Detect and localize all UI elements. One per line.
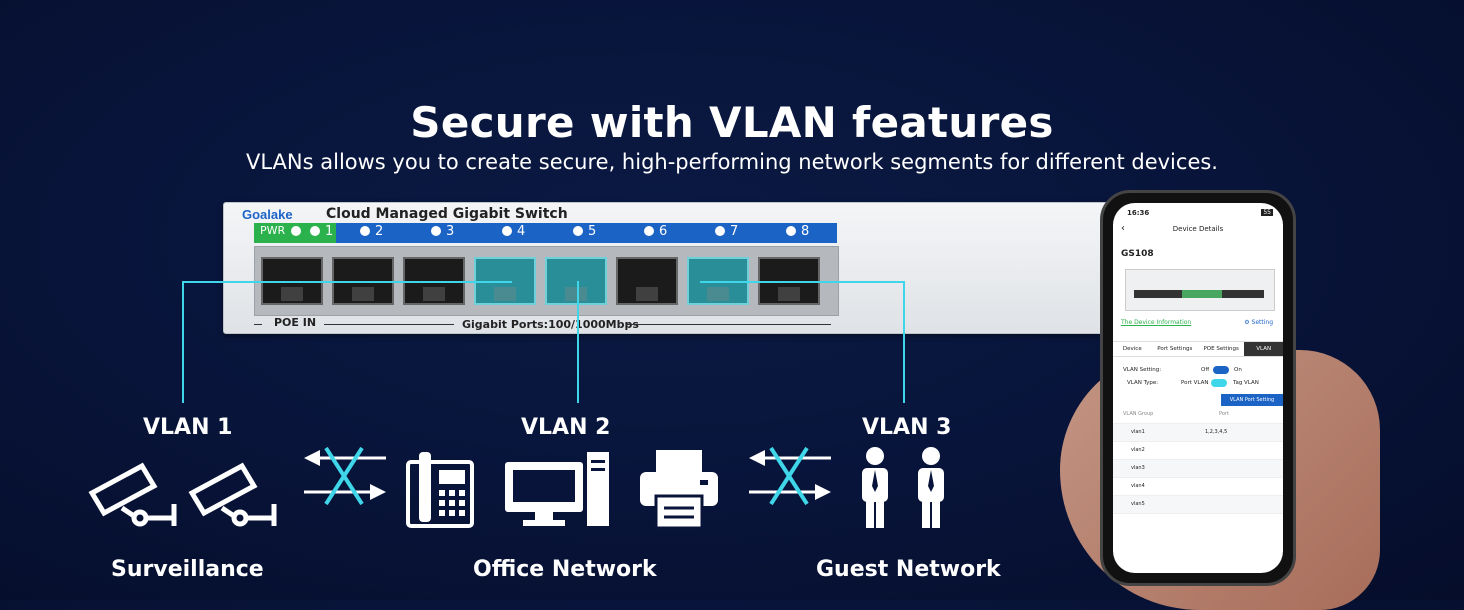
network-switch: Goalake Cloud Managed Gigabit Switch PWR… — [223, 202, 1191, 334]
port-number-8: 8 — [786, 224, 809, 239]
divider — [254, 324, 262, 325]
port-vlan-label: Port VLAN — [1181, 380, 1209, 386]
screen-title: Device Details — [1172, 225, 1224, 233]
smartphone: 16:36 55 ‹ Device Details GS108 The Devi… — [1100, 190, 1296, 586]
setting-label: Setting — [1251, 319, 1273, 326]
tab-poe-settings[interactable]: POE Settings — [1203, 346, 1239, 352]
pwr-label: PWR — [260, 224, 286, 237]
col-vlan-group: VLAN Group — [1123, 411, 1154, 417]
device-name: GS108 — [1121, 249, 1154, 259]
port-number-2: 2 — [360, 224, 383, 239]
list-item[interactable]: vlan5 — [1113, 495, 1283, 514]
phone-screen: 16:36 55 ‹ Device Details GS108 The Devi… — [1113, 203, 1283, 573]
ethernet-port-6 — [616, 257, 678, 305]
vlan1-line-horizontal — [182, 281, 512, 283]
port-number-3: 3 — [431, 224, 454, 239]
on-label: On — [1234, 367, 1242, 373]
port-number-6: 6 — [644, 224, 667, 239]
vlan3-line-vertical — [903, 281, 905, 403]
vlan2-line — [577, 281, 579, 403]
phone-icon — [406, 452, 474, 528]
gear-icon: ⚙ — [1244, 319, 1250, 326]
col-port: Port — [1219, 411, 1229, 417]
computer-icon — [505, 452, 609, 526]
switch-model: Cloud Managed Gigabit Switch — [326, 206, 568, 222]
gigabit-label: Gigabit Ports:100/1000Mbps — [462, 318, 639, 331]
page-title: Secure with VLAN features — [410, 98, 1054, 147]
page-subtitle: VLANs allows you to create secure, high-… — [246, 150, 1218, 174]
vlan3-line-horizontal — [700, 281, 905, 283]
vlan-port-highlight — [1182, 290, 1222, 298]
list-item[interactable]: vlan4 — [1113, 477, 1283, 495]
printer-icon — [640, 450, 718, 530]
vlan-type-label: VLAN Type: — [1127, 380, 1159, 386]
tab-bar: Device Port Settings POE Settings VLAN — [1113, 341, 1283, 357]
tab-vlan[interactable]: VLAN — [1244, 342, 1283, 356]
divider — [324, 324, 454, 325]
tab-port-settings[interactable]: Port Settings — [1157, 346, 1193, 352]
setting-link[interactable]: ⚙ Setting — [1244, 319, 1273, 326]
tag-vlan-label: Tag VLAN — [1233, 380, 1259, 386]
vlan2-label: VLAN 2 — [521, 415, 611, 440]
battery-badge: 55 — [1261, 209, 1273, 216]
guest-network-label: Guest Network — [816, 557, 1001, 582]
list-item[interactable]: vlan3 — [1113, 459, 1283, 477]
camera-icon — [88, 462, 277, 527]
back-icon[interactable]: ‹ — [1121, 223, 1125, 234]
port-number-7: 7 — [715, 224, 738, 239]
poe-in-label: POE IN — [274, 316, 317, 329]
device-image — [1125, 269, 1275, 311]
port-number-5: 5 — [573, 224, 596, 239]
tab-device[interactable]: Device — [1122, 346, 1142, 352]
office-network-label: Office Network — [473, 557, 657, 582]
surveillance-label: Surveillance — [111, 557, 264, 582]
ethernet-port-5 — [545, 257, 607, 305]
port-number-4: 4 — [502, 224, 525, 239]
vlan3-label: VLAN 3 — [862, 415, 952, 440]
vlan-toggle[interactable] — [1213, 366, 1229, 374]
port-number-1: 1 — [310, 224, 333, 239]
divider — [626, 324, 831, 325]
off-label: Off — [1201, 367, 1210, 373]
list-item[interactable]: vlan2 — [1113, 441, 1283, 459]
vlan-port-setting-button[interactable]: VLAN Port Setting — [1221, 394, 1283, 406]
vlan-setting-label: VLAN Setting: — [1123, 367, 1162, 373]
vlan1-label: VLAN 1 — [143, 415, 233, 440]
person-icon — [862, 447, 944, 528]
vlan-type-toggle[interactable] — [1211, 379, 1227, 387]
status-time: 16:36 — [1127, 209, 1150, 217]
pwr-led — [291, 224, 306, 239]
vlan1-line-vertical — [182, 281, 184, 403]
blocked-arrows-icon — [304, 446, 386, 506]
port-led-bar: PWR 1 2 3 4 5 6 7 8 — [254, 223, 837, 243]
blocked-arrows-icon — [749, 446, 831, 506]
device-info-link[interactable]: The Device Information — [1121, 319, 1192, 326]
switch-brand: Goalake — [242, 207, 293, 222]
